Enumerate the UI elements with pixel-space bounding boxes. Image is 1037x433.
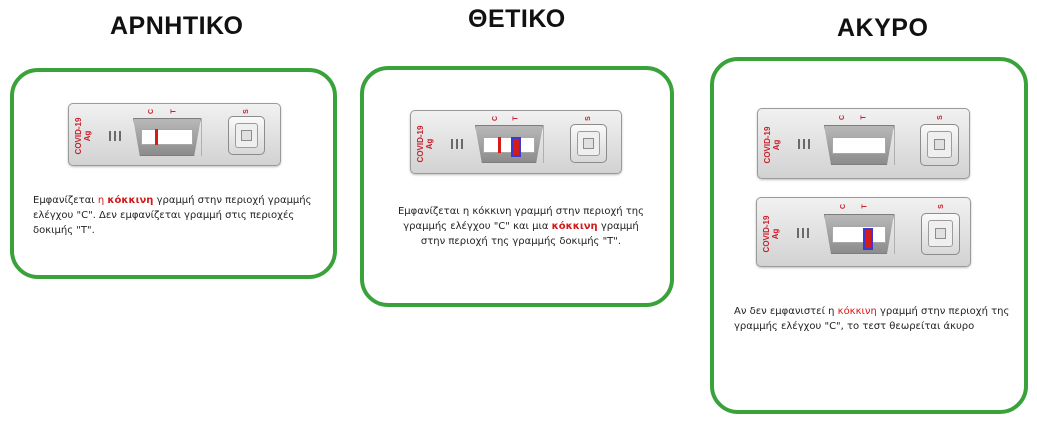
- cassette-divider: [894, 125, 895, 165]
- test-line-t-marker: [863, 228, 873, 250]
- cassette-divider: [543, 125, 544, 163]
- invalid-description: Αν δεν εμφανιστεί η κόκκινη γραμμή στην …: [734, 306, 1010, 332]
- label-s: S: [242, 109, 250, 114]
- label-c: C: [840, 203, 848, 210]
- positive-result-card: [360, 66, 674, 307]
- label-t: T: [512, 116, 520, 121]
- cassette-divider: [894, 214, 895, 254]
- heading-negative: ΑΡΝΗΤΙΚΟ: [110, 12, 244, 40]
- label-s: S: [936, 115, 944, 120]
- label-c: C: [492, 115, 500, 122]
- sample-well-core: [934, 139, 945, 150]
- label-t: T: [860, 115, 868, 120]
- label-c: C: [148, 108, 156, 115]
- result-window-strip: [141, 129, 193, 145]
- cassette-divider: [201, 118, 202, 156]
- test-line-t-marker: [511, 137, 521, 157]
- negative-result-card: [10, 68, 337, 279]
- heading-positive: ΘΕΤΙΚΟ: [468, 5, 566, 33]
- negative-description: Εμφανίζεται η κόκκινη γραμμή στην περιοχ…: [33, 195, 312, 236]
- control-line-c: [155, 129, 158, 145]
- result-window-strip: [483, 137, 535, 153]
- heading-invalid: ΑΚΥΡΟ: [837, 14, 929, 42]
- result-window-strip: [832, 226, 886, 243]
- sample-well-core: [241, 130, 252, 141]
- label-t: T: [170, 109, 178, 114]
- positive-description: Εμφανίζεται η κόκκινη γραμμή στην περιοχ…: [397, 206, 644, 247]
- label-t: T: [861, 204, 869, 209]
- label-s: S: [937, 204, 945, 209]
- result-window-strip: [832, 137, 886, 154]
- sample-well-core: [583, 138, 594, 149]
- control-line-c: [498, 137, 501, 153]
- label-c: C: [839, 114, 847, 121]
- label-s: S: [584, 116, 592, 121]
- sample-well-core: [935, 228, 946, 239]
